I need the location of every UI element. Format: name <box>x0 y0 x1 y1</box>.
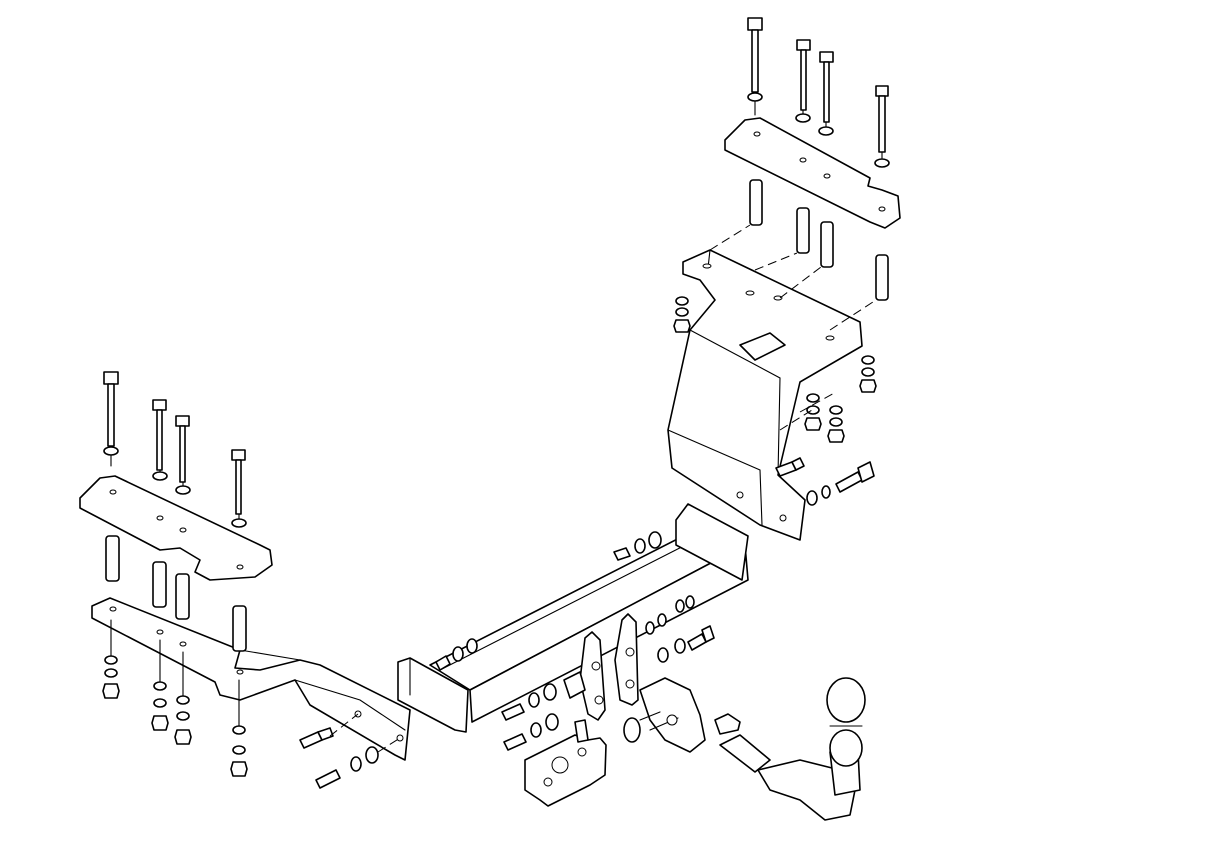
center-mount-plates <box>579 613 639 721</box>
locking-key <box>714 713 741 735</box>
tow-ball <box>826 677 866 767</box>
right-bracket-nuts-right <box>804 355 877 443</box>
crossbar-left-hardware <box>435 638 478 671</box>
bar-left-end-plate <box>397 657 469 733</box>
crossbar-right-hardware <box>613 531 715 663</box>
left-washers <box>103 446 247 528</box>
right-bracket-nuts-left <box>673 296 691 333</box>
left-side-bolts <box>299 727 379 789</box>
left-top-plate <box>79 475 273 581</box>
right-side-bracket <box>667 249 863 541</box>
tow-ball-coupling-housing <box>623 677 706 753</box>
socket-mounting-plate <box>524 719 607 807</box>
bar-right-end-plate <box>675 503 749 581</box>
right-side-bolts <box>775 457 875 506</box>
right-washers <box>747 92 890 168</box>
left-side-bracket <box>91 597 411 761</box>
right-top-plate <box>724 117 901 229</box>
center-bolts <box>501 671 586 751</box>
left-long-bolts <box>103 371 246 521</box>
right-long-bolts <box>747 17 889 159</box>
right-spacer-tubes <box>749 179 889 301</box>
left-bottom-nuts <box>102 655 248 777</box>
left-spacer-tubes <box>105 535 247 652</box>
